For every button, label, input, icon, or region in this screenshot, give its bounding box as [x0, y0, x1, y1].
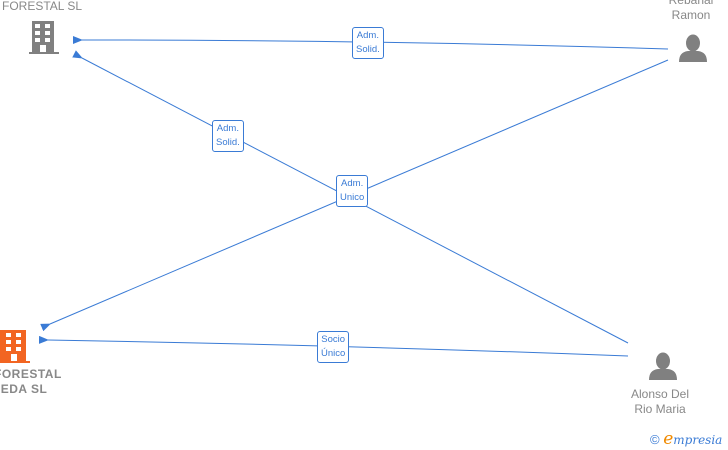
- edge-label-line: Socio: [321, 334, 346, 345]
- person-ramon-name[interactable]: Rebanal Ramon: [658, 0, 724, 23]
- name-line: Rio Maria: [634, 402, 686, 416]
- edge-label-line: Solid.: [216, 137, 240, 148]
- building-icon[interactable]: [29, 21, 59, 54]
- name-line: Rebanal: [668, 0, 714, 7]
- copyright-icon: ©: [650, 432, 660, 447]
- name-line: EDA SL: [0, 382, 48, 396]
- empresia-logo: © empresia: [650, 429, 722, 449]
- company-top-name[interactable]: FORESTAL SL: [1, 0, 83, 13]
- person-icon[interactable]: [648, 352, 678, 380]
- brand-text: mpresia: [673, 433, 723, 447]
- edge-label-line: Adm.: [341, 178, 364, 189]
- edge-label-adm-solid[interactable]: Adm. Solid.: [212, 120, 244, 152]
- name-line: Alonso Del: [630, 387, 690, 401]
- edge-label-line: Solid.: [356, 44, 380, 55]
- brand-e: e: [663, 429, 674, 449]
- edge-label-line: Adm.: [356, 30, 379, 41]
- name-line: FORESTAL: [0, 367, 62, 381]
- person-icon[interactable]: [678, 34, 708, 62]
- company-bottom-name[interactable]: FORESTAL EDA SL: [0, 367, 62, 397]
- edge-label-line: Adm.: [216, 123, 239, 134]
- name-line: Ramon: [671, 8, 711, 22]
- name-line: ...: [654, 417, 665, 425]
- building-icon[interactable]: [0, 330, 30, 363]
- edge-label-socio-unico[interactable]: Socio Único: [317, 331, 350, 363]
- edge-label-line: Unico: [340, 192, 365, 203]
- edge-label-adm-solid[interactable]: Adm. Solid.: [352, 27, 384, 59]
- person-alonso-name[interactable]: Alonso Del Rio Maria ...: [622, 387, 698, 425]
- edge-label-line: Único: [321, 348, 346, 359]
- edge-label-adm-unico[interactable]: Adm. Unico: [336, 175, 369, 207]
